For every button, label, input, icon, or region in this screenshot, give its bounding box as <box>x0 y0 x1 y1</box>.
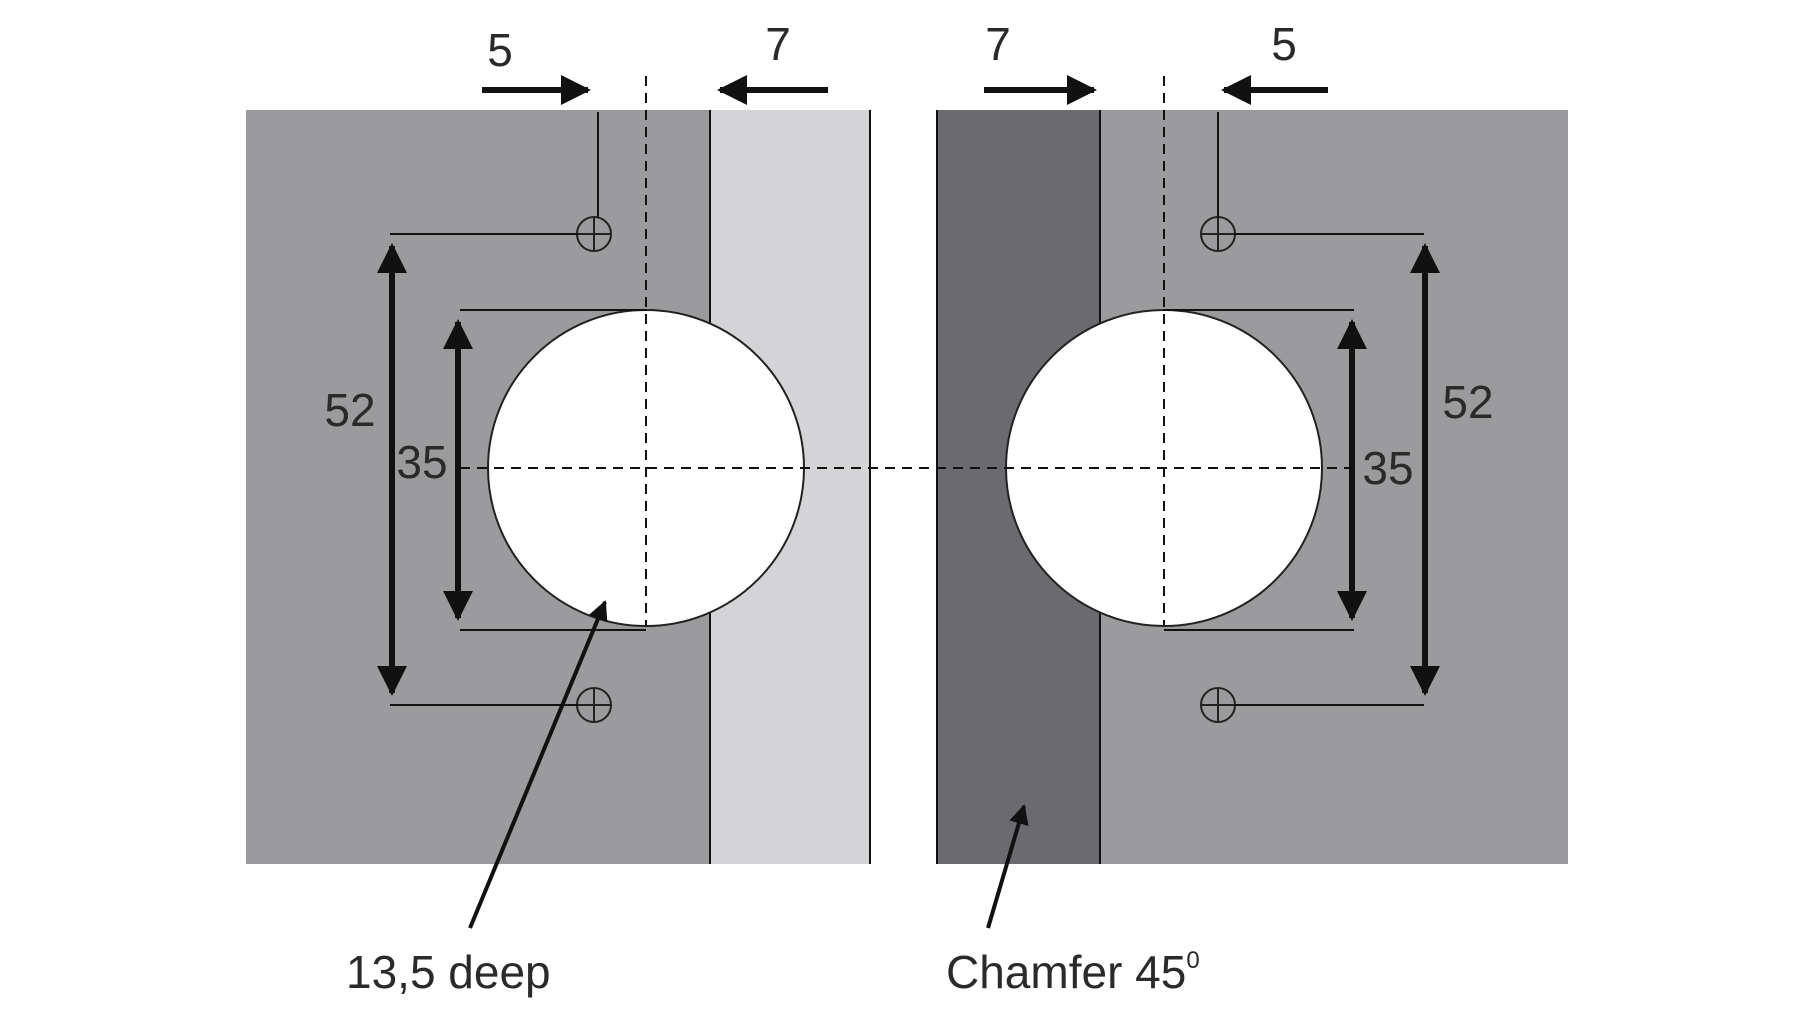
chamfer-leader-arrow <box>986 804 1029 929</box>
dimension-arrows <box>377 75 1440 696</box>
chamfer-note-superscript: 0 <box>1186 947 1199 974</box>
left-bottom-screw-hole-icon <box>576 687 612 723</box>
right-top-screw-hole-icon <box>1200 216 1236 252</box>
right-52-label: 52 <box>1442 376 1493 428</box>
right-35-label: 35 <box>1362 442 1413 494</box>
leader-arrows <box>468 600 1029 929</box>
right-offset-7-label: 7 <box>985 18 1011 70</box>
chamfer-note-text: Chamfer 45 <box>946 946 1186 998</box>
center-lines <box>460 76 1350 625</box>
left-35-label: 35 <box>396 436 447 488</box>
left-offset-7-label: 7 <box>765 18 791 70</box>
screw-holes <box>576 216 1236 723</box>
chamfer-note: Chamfer 450 <box>946 946 1200 998</box>
depth-note: 13,5 deep <box>346 946 551 998</box>
right-offset-5-label: 5 <box>1271 18 1297 70</box>
left-offset-5-label: 5 <box>487 24 513 76</box>
depth-leader-arrow <box>468 600 608 929</box>
left-top-screw-hole-icon <box>576 216 612 252</box>
extension-lines <box>390 112 1424 706</box>
left-52-label: 52 <box>324 384 375 436</box>
right-bottom-screw-hole-icon <box>1200 687 1236 723</box>
